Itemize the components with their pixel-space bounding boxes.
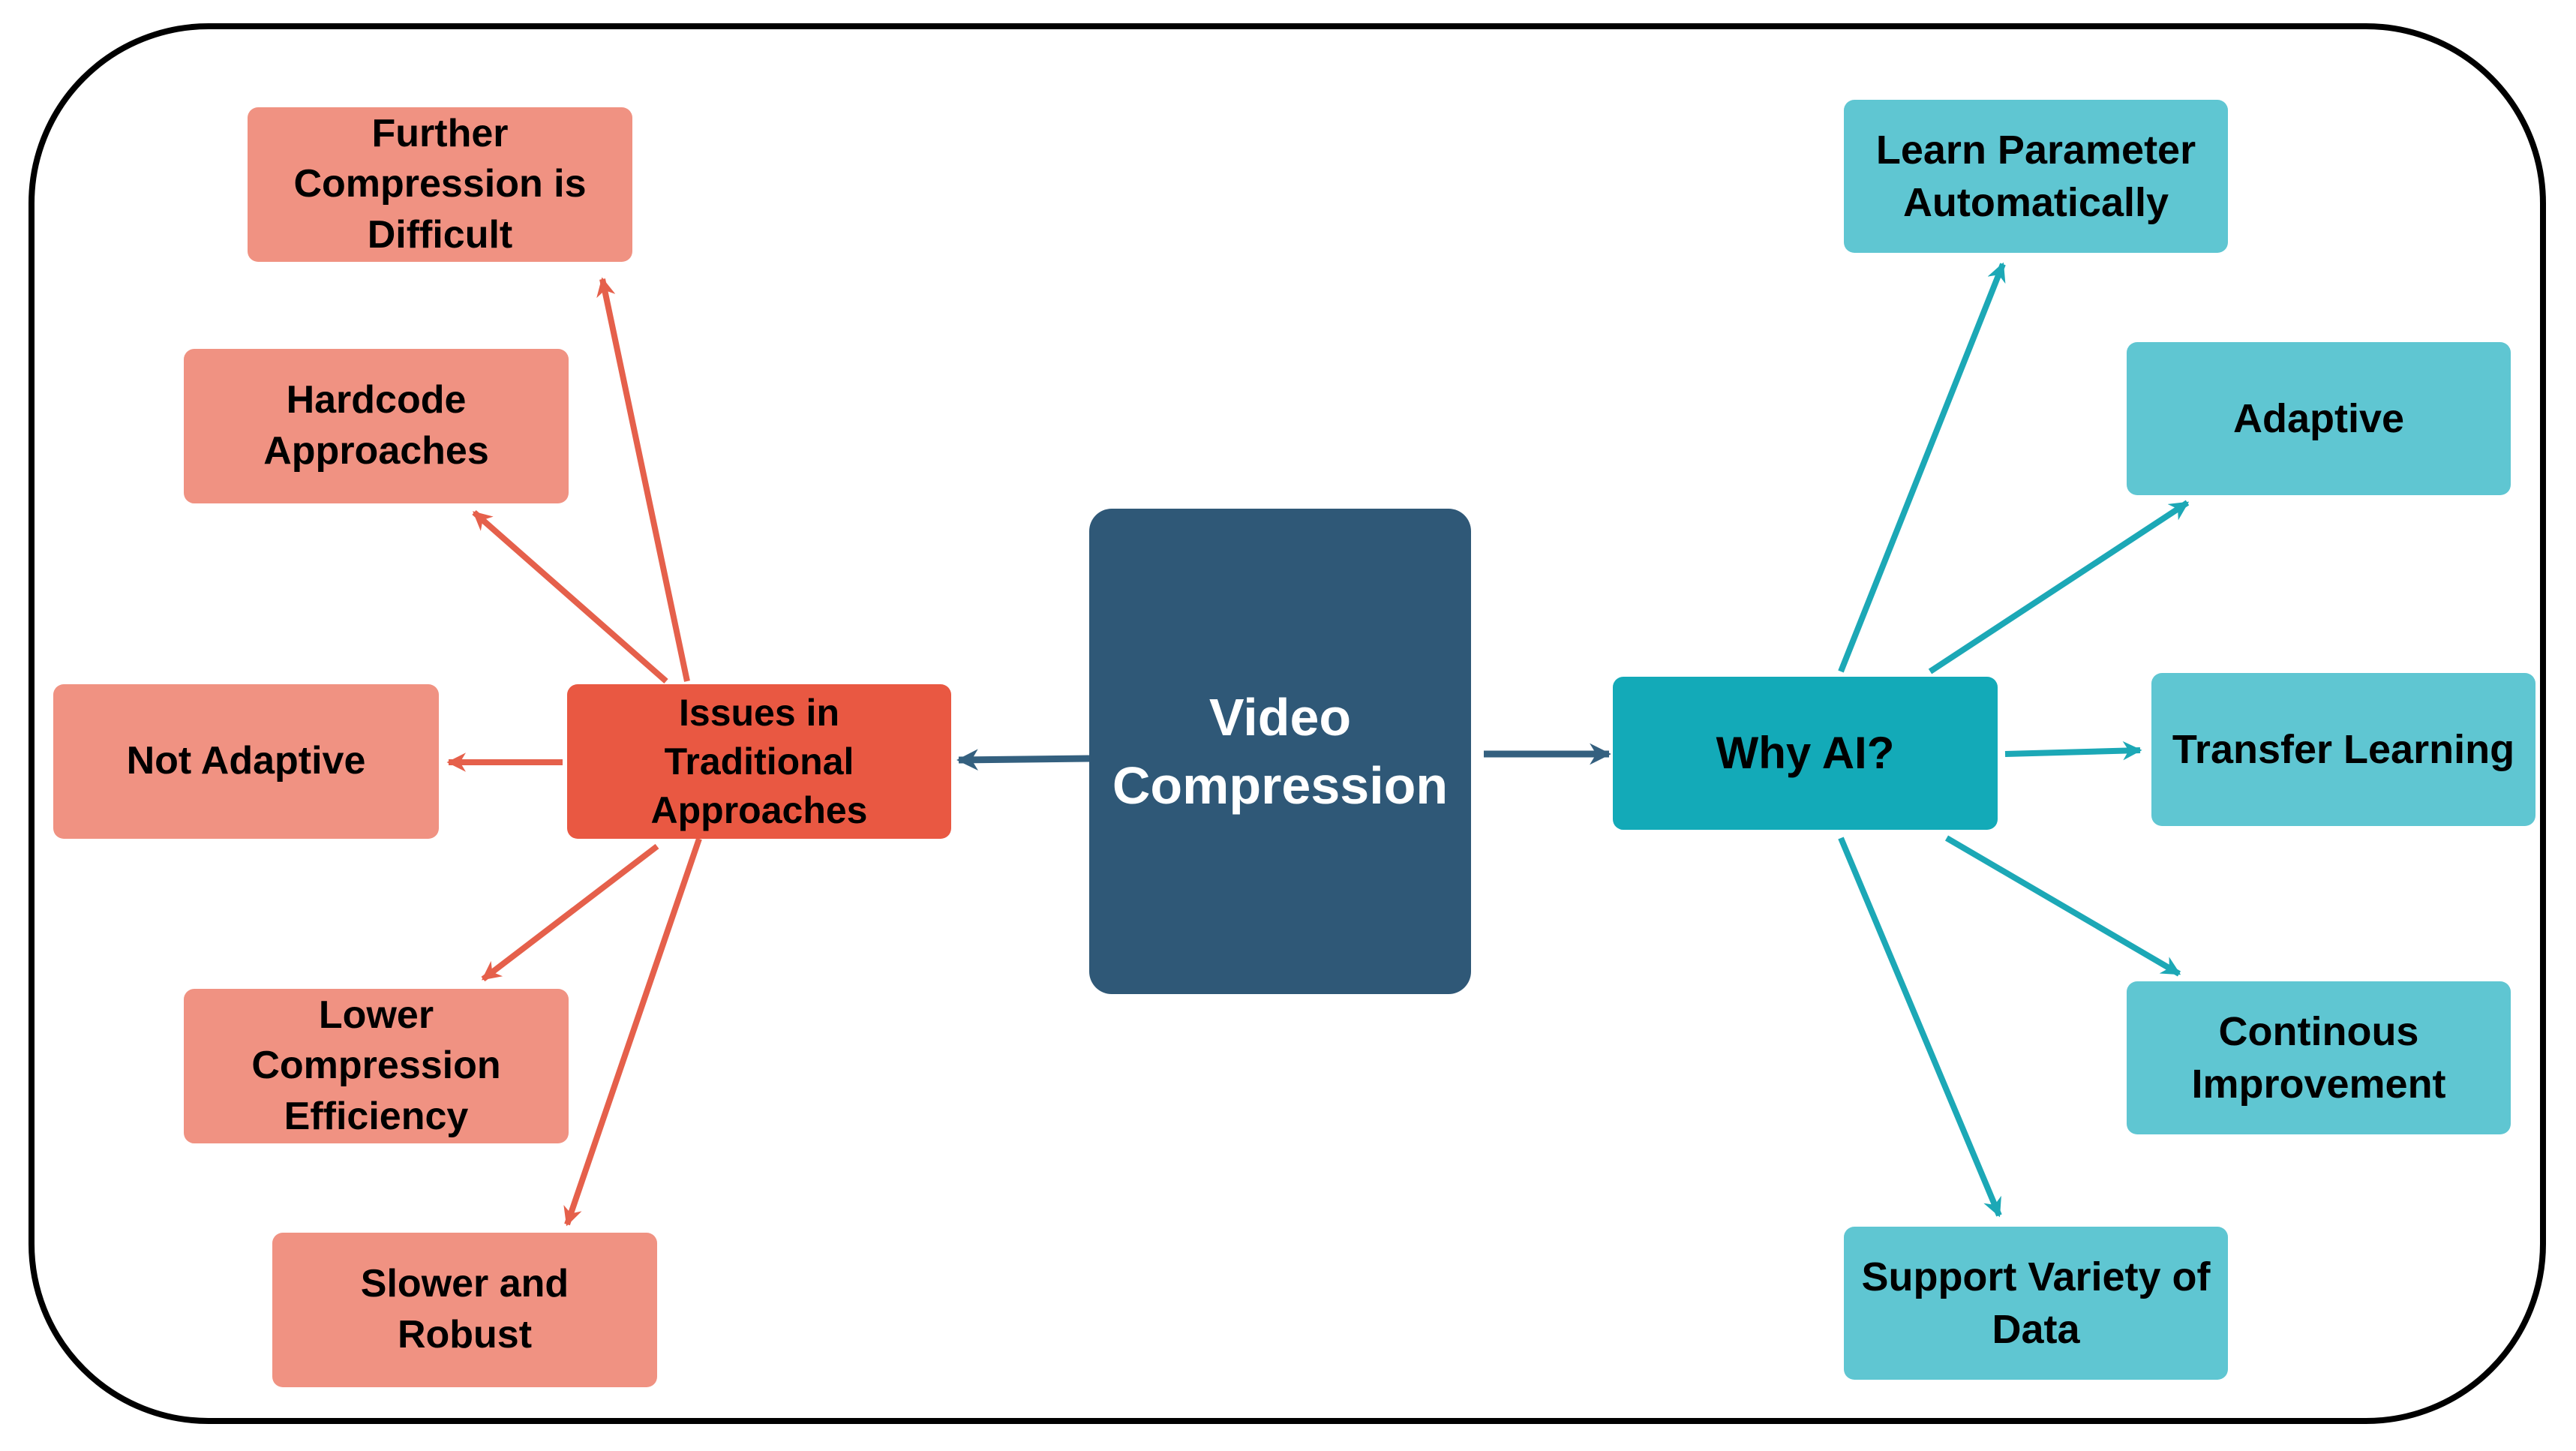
issue-label: Not Adaptive (126, 739, 366, 783)
arrow-to-continous-improvement (1944, 835, 2181, 977)
why-ai-label: Why AI? (1716, 728, 1895, 778)
issues-hub-node: Issues in Traditional Approaches (567, 684, 951, 839)
benefit-continous-improvement-node: Continous Improvement (2127, 981, 2511, 1134)
diagram-frame (29, 23, 2546, 1424)
arrow-to-slower-robust (563, 837, 702, 1227)
issue-label: Further Compression is Difficult (293, 111, 587, 257)
issue-not-adaptive-node: Not Adaptive (53, 684, 439, 839)
issues-hub-label: Issues in Traditional Approaches (650, 691, 868, 831)
benefit-label: Learn Parameter Automatically (1875, 127, 2196, 225)
benefit-support-variety-node: Support Variety of Data (1844, 1227, 2228, 1380)
why-ai-hub-node: Why AI? (1613, 677, 1998, 830)
issue-hardcode-node: Hardcode Approaches (184, 349, 569, 503)
arrow-to-adaptive (1928, 500, 2190, 674)
arrow-to-support-variety (1838, 837, 2002, 1218)
issue-label: Lower Compression Efficiency (251, 993, 501, 1138)
arrow-to-transfer-learning (2004, 741, 2142, 761)
benefit-adaptive-node: Adaptive (2127, 342, 2511, 495)
arrow-to-hardcode (472, 509, 668, 684)
issue-label: Slower and Robust (360, 1262, 569, 1356)
issue-lower-efficiency-node: Lower Compression Efficiency (184, 989, 569, 1143)
arrow-center-to-issues (956, 749, 1090, 771)
video-compression-node: Video Compression (1089, 509, 1471, 994)
issue-label: Hardcode Approaches (263, 378, 489, 473)
benefit-transfer-learning-node: Transfer Learning (2151, 673, 2535, 826)
benefit-label: Transfer Learning (2172, 726, 2515, 772)
arrow-to-further-compression (596, 277, 690, 682)
benefit-label: Adaptive (2232, 395, 2405, 441)
arrow-to-learn-parameter (1838, 262, 2006, 673)
benefit-learn-parameter-node: Learn Parameter Automatically (1844, 100, 2228, 253)
issue-slower-robust-node: Slower and Robust (272, 1233, 657, 1387)
arrow-to-lower-efficiency (481, 843, 659, 982)
benefit-label: Continous Improvement (2191, 1008, 2446, 1107)
benefit-label: Support Variety of Data (1861, 1254, 2211, 1352)
issue-further-compression-node: Further Compression is Difficult (248, 107, 632, 262)
video-compression-label: Video Compression (1112, 687, 1449, 815)
